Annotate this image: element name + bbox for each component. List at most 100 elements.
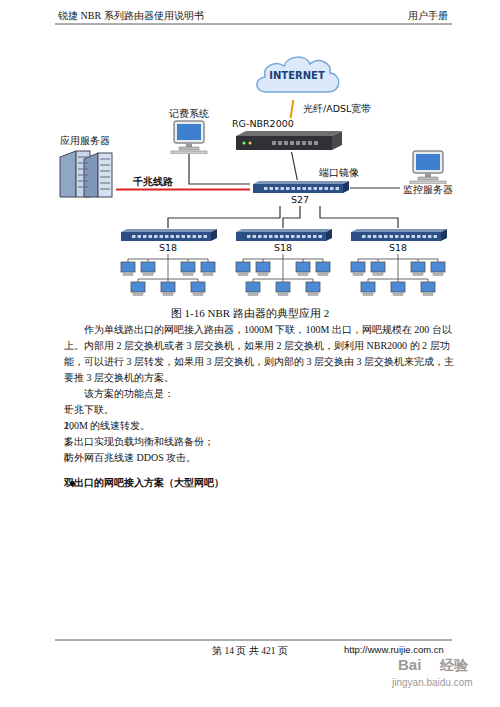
pc-base bbox=[308, 293, 318, 296]
internet-cloud: INTERNET bbox=[252, 52, 342, 100]
pc-wire bbox=[208, 259, 209, 262]
pc-base bbox=[163, 293, 173, 296]
pc-base bbox=[298, 273, 308, 276]
device-label: S27 bbox=[291, 194, 309, 206]
pc-wire bbox=[263, 259, 264, 262]
pc-icon bbox=[316, 262, 330, 272]
pc-wire bbox=[358, 259, 438, 260]
access-switch: S18 bbox=[348, 228, 448, 254]
pc-base bbox=[363, 293, 373, 296]
device-label: S18 bbox=[159, 242, 177, 254]
pc-base bbox=[248, 293, 258, 296]
switch-icon bbox=[118, 228, 218, 242]
pc-wire bbox=[128, 259, 129, 262]
pc-icon bbox=[408, 150, 448, 184]
header-right: 用户手册 bbox=[408, 9, 448, 23]
switch-icon bbox=[348, 228, 448, 242]
pc-icon bbox=[256, 262, 270, 272]
figure-caption: 图 1-16 NBR 路由器的典型应用 2 bbox=[0, 306, 500, 321]
pc-groups bbox=[121, 254, 445, 296]
pc-base bbox=[413, 273, 423, 276]
pc-icon bbox=[161, 282, 175, 292]
pc-wire bbox=[378, 259, 379, 262]
pc-base bbox=[123, 273, 133, 276]
pc-base bbox=[393, 293, 403, 296]
connector-line bbox=[292, 152, 298, 180]
pc-base bbox=[203, 273, 213, 276]
footer-url: http://www.ruijie.com.cn bbox=[344, 644, 444, 655]
router: RG-NBR2000 bbox=[232, 118, 344, 152]
switch-icon bbox=[250, 180, 350, 194]
pc-icon bbox=[276, 282, 290, 292]
pc-icon bbox=[181, 262, 195, 272]
pc-wire bbox=[128, 259, 208, 260]
pc-wire bbox=[283, 254, 284, 279]
pc-icon bbox=[169, 120, 209, 154]
edge-label: 千兆线路 bbox=[132, 176, 174, 188]
pc-wire bbox=[188, 259, 189, 262]
device-label: S18 bbox=[274, 242, 292, 254]
pc-icon bbox=[296, 262, 310, 272]
pc-icon bbox=[391, 282, 405, 292]
list-text: 100M 的线速转发。 bbox=[64, 418, 150, 434]
pc-wire bbox=[148, 259, 149, 262]
list-item: 4、防外网百兆线速 DDOS 攻击。 bbox=[64, 450, 456, 466]
pc-wire bbox=[198, 279, 199, 282]
watermark: Bai bbox=[398, 656, 421, 673]
connector-line bbox=[116, 189, 250, 191]
list-item: 3、多出口实现负载均衡和线路备份； bbox=[64, 434, 456, 450]
device-label: RG-NBR2000 bbox=[232, 118, 294, 130]
pc-wire bbox=[418, 259, 419, 262]
pc-icon bbox=[131, 282, 145, 292]
pc-icon bbox=[141, 262, 155, 272]
device-label: 监控服务器 bbox=[403, 184, 453, 196]
section-heading: 双出口的网吧接入方案（大型网吧） bbox=[64, 475, 224, 491]
pc-wire bbox=[138, 279, 139, 282]
list-text: 防外网百兆线速 DDOS 攻击。 bbox=[64, 450, 196, 466]
pc-base bbox=[318, 273, 328, 276]
server-icon bbox=[54, 147, 116, 199]
pc-wire bbox=[168, 254, 169, 279]
pc-wire bbox=[303, 259, 304, 262]
connector-line bbox=[168, 206, 280, 228]
pc-base bbox=[278, 293, 288, 296]
list-text: 多出口实现负载均衡和线路备份； bbox=[64, 434, 214, 450]
pc-icon bbox=[411, 262, 425, 272]
pc-base bbox=[193, 293, 203, 296]
device-label: S18 bbox=[389, 242, 407, 254]
connector-line bbox=[291, 100, 294, 118]
connector-line bbox=[320, 206, 398, 228]
device-label: INTERNET bbox=[269, 70, 324, 82]
pc-wire bbox=[358, 259, 359, 262]
pc-wire bbox=[243, 259, 323, 260]
list-item: 1、千兆下联。 bbox=[64, 402, 456, 418]
connector-line bbox=[283, 206, 300, 228]
pc-wire bbox=[398, 279, 399, 282]
pc-base bbox=[183, 273, 193, 276]
pc-wire bbox=[428, 279, 429, 282]
paragraph: 作为单线路出口的网吧接入路由器，1000M 下联，100M 出口，网吧规模在 2… bbox=[64, 322, 456, 386]
access-switch: S18 bbox=[233, 228, 333, 254]
pc-wire bbox=[323, 259, 324, 262]
edge-label: 端口镜像 bbox=[318, 167, 360, 179]
pc-icon bbox=[351, 262, 365, 272]
pc-icon bbox=[421, 282, 435, 292]
pc-icon bbox=[236, 262, 250, 272]
device-label: 应用服务器 bbox=[60, 135, 110, 147]
pc-base bbox=[353, 273, 363, 276]
app-server: 应用服务器 bbox=[54, 135, 116, 199]
access-switch: S18 bbox=[118, 228, 218, 254]
header-title: 锐捷 NBR 系列路由器使用说明书 bbox=[58, 9, 204, 23]
paragraph: 该方案的功能点是： bbox=[64, 386, 456, 402]
pc-icon bbox=[431, 262, 445, 272]
body-text: 作为单线路出口的网吧接入路由器，1000M 下联，100M 出口，网吧规模在 2… bbox=[64, 322, 456, 486]
pc-wire bbox=[168, 279, 169, 282]
pc-wire bbox=[243, 259, 244, 262]
bullet-item: 双出口的网吧接入方案（大型网吧） bbox=[64, 475, 456, 486]
billing-system: 记费系统 bbox=[166, 108, 212, 154]
pc-icon bbox=[121, 262, 135, 272]
list-item: 2、100M 的线速转发。 bbox=[64, 418, 456, 434]
list-text: 千兆下联。 bbox=[64, 402, 114, 418]
